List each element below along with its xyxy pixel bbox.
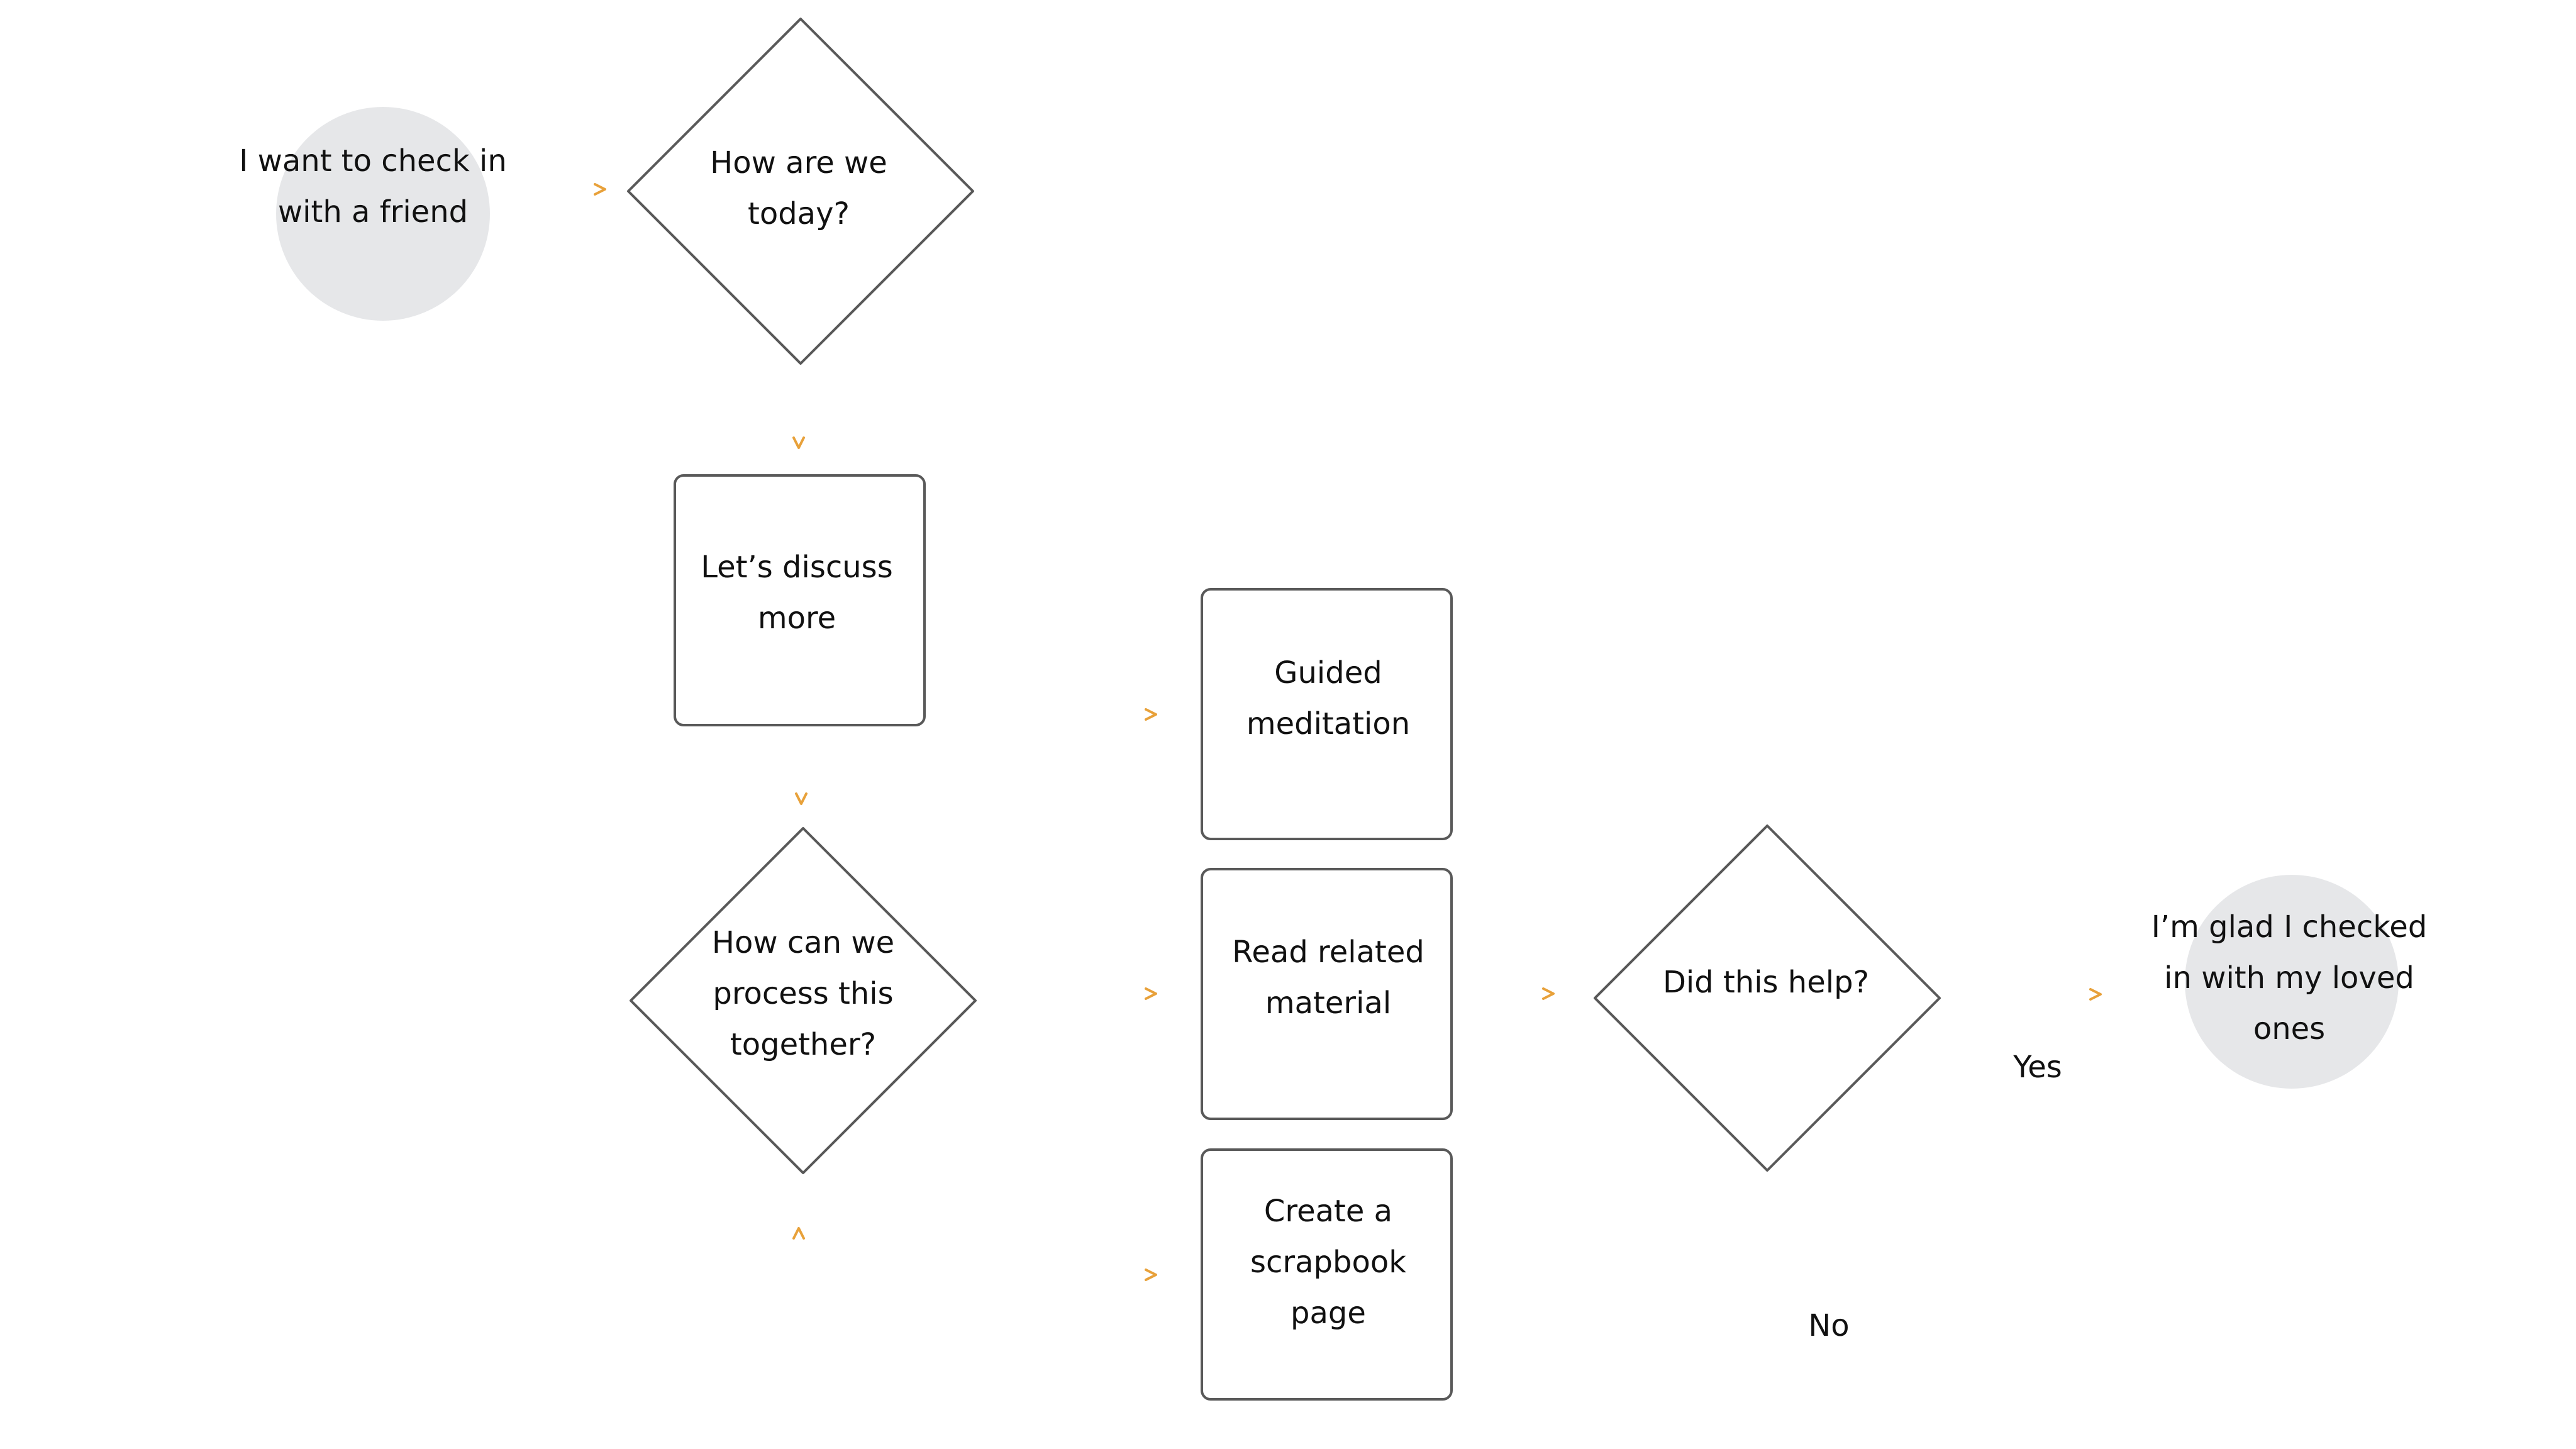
end-terminal-circle: [2185, 875, 2399, 1089]
end-label-line: ones: [2253, 1011, 2325, 1046]
did-help-label-line: Did this help?: [1663, 965, 1869, 1000]
scrapbook-label: Create a scrapbook page: [1250, 1194, 1406, 1331]
start-label-line: with a friend: [278, 194, 468, 230]
read-label-line: material: [1265, 985, 1391, 1021]
scrapbook-label-line: scrapbook: [1250, 1245, 1406, 1280]
discuss-label-line: more: [758, 601, 836, 636]
no-label: No: [1808, 1308, 1849, 1343]
how-are-we-label: How are we today?: [710, 145, 887, 231]
meditation-label-line: meditation: [1246, 706, 1410, 741]
start-label: I want to check in with a friend: [239, 143, 507, 230]
process-label-line: together?: [730, 1027, 876, 1062]
process-scrapbook-box: [1201, 1148, 1453, 1401]
end-label-line: in with my loved: [2164, 960, 2414, 996]
how-are-we-label-line: How are we: [710, 145, 887, 180]
process-label: How can we process this together?: [712, 925, 894, 1062]
read-label: Read related material: [1232, 935, 1424, 1021]
yes-label: Yes: [2012, 1050, 2062, 1085]
how-are-we-label-line: today?: [748, 196, 850, 231]
did-help-label: Did this help?: [1663, 965, 1869, 1000]
decision-did-this-help: [1594, 824, 1941, 1172]
process-label-line: How can we: [712, 925, 894, 960]
node-labels: I want to check in with a friend How are …: [239, 143, 2427, 1331]
shapes: [276, 18, 2399, 1401]
end-label: I’m glad I checked in with my loved ones: [2151, 909, 2428, 1046]
process-label-line: process this: [713, 976, 893, 1011]
scrapbook-label-line: page: [1291, 1296, 1366, 1331]
scrapbook-label-line: Create a: [1264, 1194, 1392, 1229]
read-label-line: Read related: [1232, 935, 1424, 970]
start-terminal-circle: [276, 107, 490, 321]
process-read-box: [1201, 868, 1453, 1120]
process-meditation-box: [1201, 588, 1453, 840]
meditation-label-line: Guided: [1274, 655, 1382, 691]
discuss-label-line: Let’s discuss: [701, 550, 892, 585]
process-discuss-box: [674, 474, 926, 726]
end-label-line: I’m glad I checked: [2151, 909, 2428, 945]
meditation-label: Guided meditation: [1246, 655, 1410, 741]
decision-how-can-we-process: [630, 827, 977, 1174]
discuss-label: Let’s discuss more: [701, 550, 892, 636]
decision-how-are-we: [627, 18, 974, 365]
start-label-line: I want to check in: [239, 143, 507, 179]
edge-labels: Yes No: [1808, 1050, 2062, 1343]
